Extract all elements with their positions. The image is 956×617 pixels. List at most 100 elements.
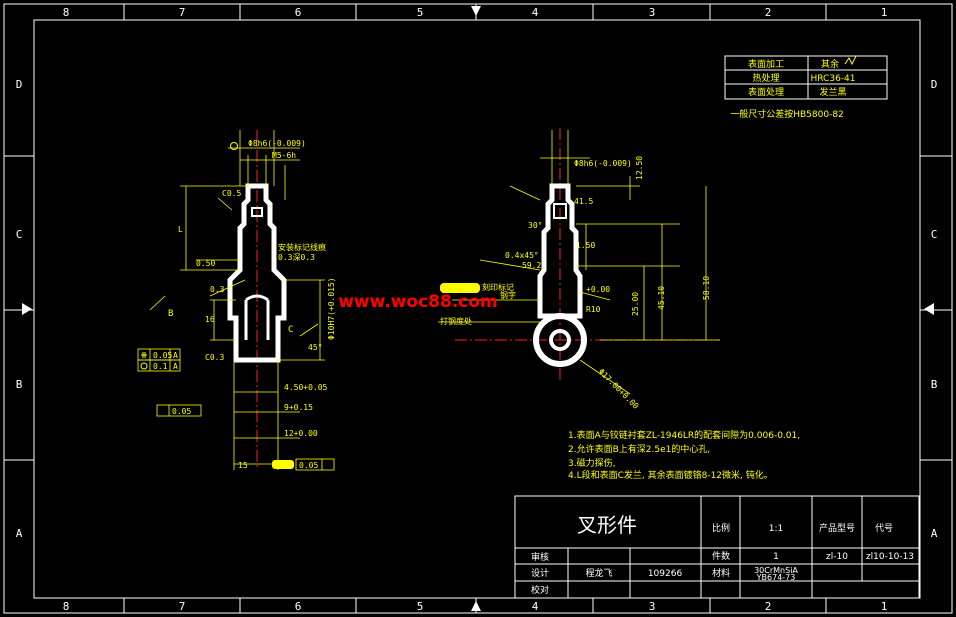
left-fork-slot (244, 294, 270, 340)
tol-datum-1: A (173, 351, 178, 360)
qty-value: 1 (773, 552, 779, 562)
material-std: YB674-73 (756, 573, 796, 582)
left-dim-15: 12+0.00 (284, 429, 318, 438)
right-dim-7: +0.00 (586, 285, 610, 294)
note-3: 3.磁力探伤, (568, 457, 615, 469)
tol-value-2: 0.1 (153, 362, 168, 371)
right-dim-14: 12.50 (635, 156, 644, 180)
right-dim-5: 59.2 (522, 261, 541, 270)
parallelism-icon (141, 352, 147, 358)
left-dim-4: L (178, 225, 183, 234)
tol-value-4: 0.05 (299, 461, 318, 470)
yellow-blob-right (440, 283, 480, 293)
surface-row-label-3: 表面处理 (748, 86, 784, 98)
zone-right-A: A (931, 527, 938, 540)
surface-row-label-1: 表面加工 (748, 58, 784, 70)
zone-top-5: 5 (417, 6, 424, 19)
left-dim-1: Φ8h6(-0.009) (248, 139, 306, 148)
surface-row-value-3: 发兰黑 (819, 86, 846, 98)
left-dim-14: 9+0.15 (284, 403, 313, 412)
zone-top-7: 7 (179, 6, 186, 19)
left-dim-5: 0.50 (196, 259, 215, 268)
left-dim-12: C (288, 325, 293, 335)
roughness-symbol-icon (844, 55, 857, 66)
zone-bottom-1: 1 (881, 600, 888, 613)
check-label: 校对 (531, 584, 549, 596)
product-model-label: 产品型号 (819, 522, 855, 534)
zone-right-D: D (931, 78, 938, 91)
tol-value-1: 0.05 (153, 351, 172, 360)
right-eye-inner (549, 329, 571, 351)
general-tolerance-note: 一般尺寸公差按HB5800-82 (730, 108, 844, 120)
zone-top-8: 8 (63, 6, 70, 19)
zone-bottom-5: 5 (417, 600, 424, 613)
center-arrow-left-icon (22, 303, 32, 315)
left-dim-13: 4.50+0.05 (284, 383, 328, 392)
left-dim-18: 45° (308, 343, 322, 352)
note-1: 1.表面A与铰链衬套ZL-1946LR的配套间隙为0.006-0.01, (568, 429, 800, 441)
title-block (514, 495, 920, 599)
scale-value: 1:1 (769, 524, 783, 534)
zone-top-4: 4 (532, 6, 539, 19)
left-dim-2: M5-6h (272, 151, 296, 160)
part-name: 叉形件 (577, 513, 637, 537)
right-dim-10: Φ17.00+0.00 (597, 367, 641, 411)
surface-table: 表面加工 其余 热处理 HRC36-41 表面处理 发兰黑 (724, 55, 888, 100)
qty-label: 件数 (712, 550, 730, 562)
yellow-blob (272, 460, 294, 469)
left-dim-8: Φ10H7(+0.015) (327, 277, 336, 340)
center-arrow-right-icon (924, 303, 934, 315)
model-value: zl-10 (826, 552, 848, 562)
zone-bottom-3: 3 (649, 600, 656, 613)
position-icon (140, 362, 148, 370)
right-dim-8: R10 (586, 305, 601, 314)
tol-value-3: 0.05 (172, 407, 191, 416)
zone-right-B: B (931, 378, 938, 391)
left-dim-6: 安装标记线痕 (278, 242, 326, 252)
right-dim-16: 钢字 (500, 290, 516, 300)
right-view: Φ8h6(-0.009) 41.5 30° 0.4x45° 59.2 1.50 … (438, 128, 720, 411)
left-dim-17: 15 (238, 461, 248, 470)
left-dim-9: 0.3 (210, 285, 225, 294)
right-dim-3: 30° (528, 221, 542, 230)
zone-bottom-7: 7 (179, 600, 186, 613)
right-dim-1: Φ8h6(-0.009) (574, 159, 632, 168)
technical-notes: 1.表面A与铰链衬套ZL-1946LR的配套间隙为0.006-0.01, 2.允… (568, 429, 800, 481)
surface-row-value-1: 其余 (821, 58, 839, 70)
designer-name: 程龙飞 (585, 567, 612, 579)
material-value: 30CrMnSiA (754, 566, 798, 575)
code-value: zl10-10-13 (866, 552, 914, 562)
outer-frame (3, 3, 953, 614)
tol-datum-2: A (173, 362, 178, 371)
right-dim-6: 1.50 (576, 241, 595, 250)
inner-frame (33, 19, 921, 599)
left-dim-16: 16 (205, 315, 215, 324)
right-dim-2: 41.5 (574, 197, 593, 206)
zone-top-3: 3 (649, 6, 656, 19)
surface-row-label-2: 热处理 (752, 72, 779, 84)
zone-bottom-2: 2 (765, 600, 772, 613)
zone-bottom-8: 8 (63, 600, 70, 613)
material-label: 材料 (712, 567, 730, 579)
review-label: 审核 (531, 551, 549, 563)
zone-top-6: 6 (295, 6, 302, 19)
right-slot (553, 203, 567, 219)
zone-left-B: B (16, 378, 23, 391)
right-dim-9: 打钢度处 (440, 316, 472, 326)
design-date: 109266 (648, 569, 683, 579)
left-dim-7: 0.3深0.3 (278, 253, 315, 262)
zone-left-C: C (16, 228, 23, 241)
zone-top-2: 2 (765, 6, 772, 19)
datum-a-icon (230, 142, 238, 150)
left-dim-10: C0.3 (205, 353, 224, 362)
zone-bottom-6: 6 (295, 600, 302, 613)
right-eye-outer (533, 313, 587, 367)
left-dim-11: B (168, 309, 173, 319)
zone-top-1: 1 (881, 6, 888, 19)
zone-left-A: A (16, 527, 23, 540)
left-view: Φ8h6(-0.009) M5-6h C0.5 L 0.50 安装标记线痕 0.… (137, 130, 336, 471)
right-part-outline (537, 183, 583, 319)
zone-left-D: D (16, 78, 23, 91)
right-dim-12: 58.10 (702, 276, 711, 300)
right-dim-4: 0.4x45° (505, 251, 539, 260)
